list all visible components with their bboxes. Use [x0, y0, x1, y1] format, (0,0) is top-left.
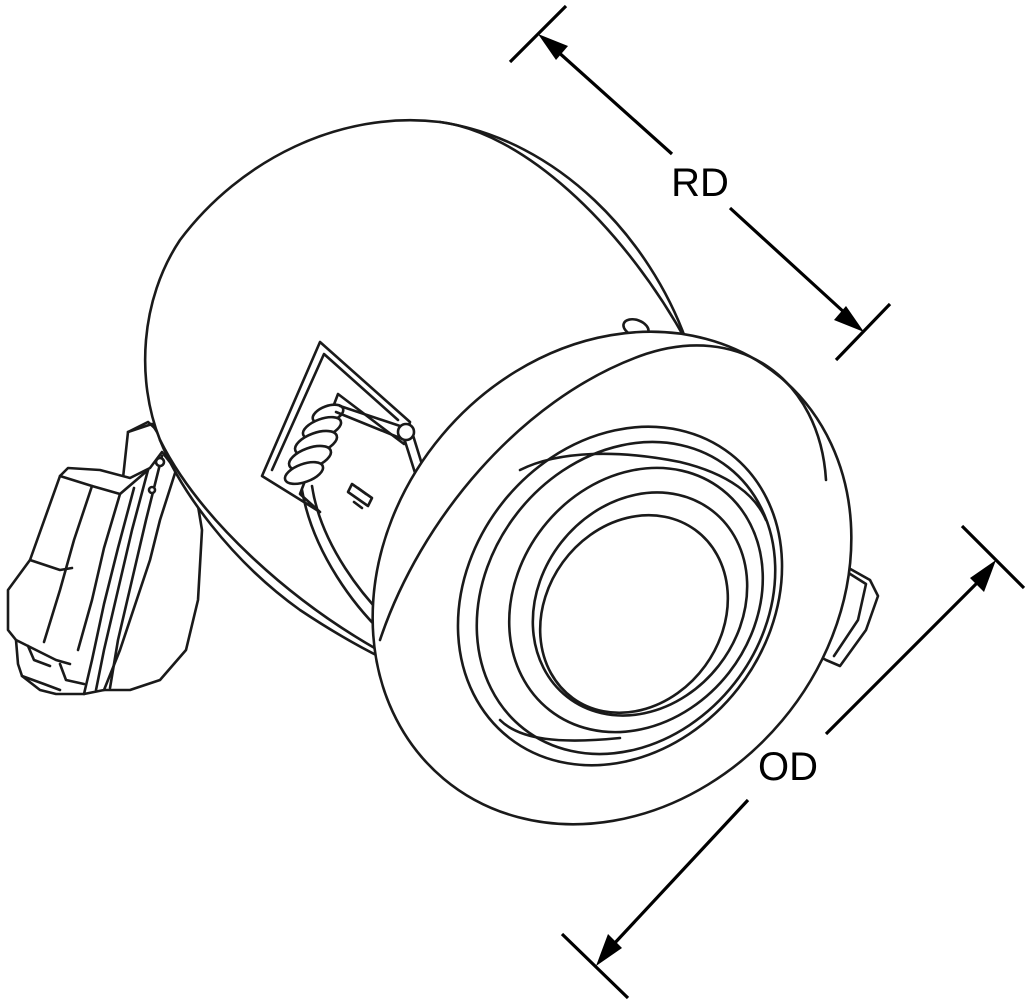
rd-label: RD: [671, 161, 729, 205]
od-arrowhead-top: [970, 560, 996, 592]
rd-arrowhead-bottom: [834, 306, 864, 332]
rd-dimension-line-upper: [554, 48, 674, 156]
front-bezel: [371, 330, 880, 826]
od-dimension-line-upper: [824, 578, 982, 736]
rd-dimension-line-lower: [728, 206, 848, 316]
rd-extension-line-bottom: [834, 302, 892, 362]
coil-spring: [283, 403, 345, 486]
rd-dimension: RD: [508, 4, 892, 362]
od-label: OD: [758, 745, 818, 789]
rd-arrowhead-top: [538, 34, 568, 60]
od-extension-line-bottom: [560, 932, 630, 1000]
od-dimension: OD: [560, 524, 1026, 1000]
od-arrowhead-bottom: [596, 934, 622, 966]
od-dimension-line-lower: [610, 798, 750, 948]
od-extension-line-top: [960, 524, 1026, 590]
